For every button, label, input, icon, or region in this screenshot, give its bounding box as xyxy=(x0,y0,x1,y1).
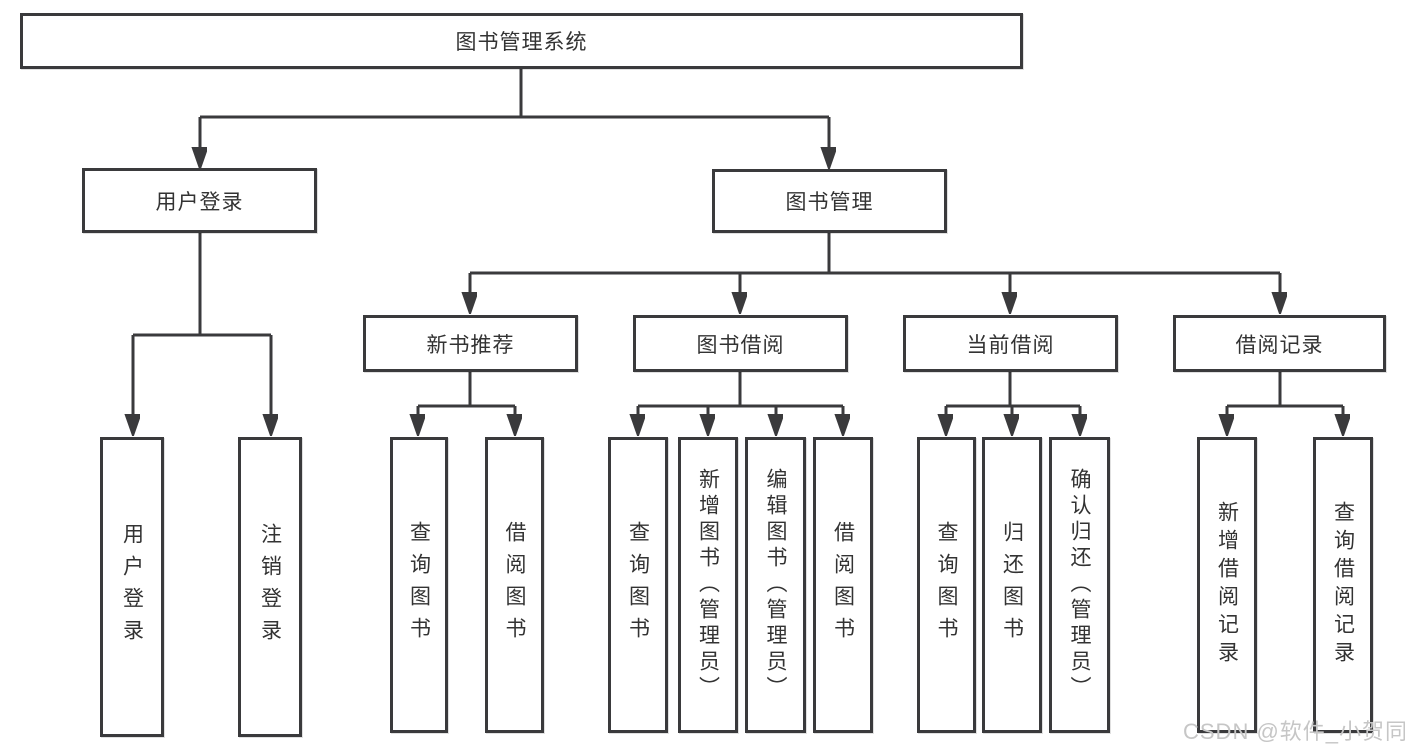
leaf-borrow-books-borrow: 借阅图书 xyxy=(813,437,873,733)
leaf-user-login-label: 用户登录 xyxy=(120,523,144,651)
leaf-query-borrow-record: 查询借阅记录 xyxy=(1313,437,1373,733)
leaf-query-borrow-record-label: 查询借阅记录 xyxy=(1331,501,1355,669)
leaf-return-books: 归还图书 xyxy=(982,437,1042,733)
leaf-query-books-current-label: 查询图书 xyxy=(935,521,958,649)
node-user-login-label: 用户登录 xyxy=(155,190,244,214)
edge-borrow-records-to-leaves xyxy=(1227,372,1343,430)
leaf-add-borrow-record: 新增借阅记录 xyxy=(1197,437,1257,733)
node-borrow-records-label: 借阅记录 xyxy=(1235,333,1324,357)
leaf-borrow-books-recommend-label: 借阅图书 xyxy=(503,521,526,649)
node-new-book-recommend: 新书推荐 xyxy=(363,315,578,372)
edge-book-borrow-to-leaves xyxy=(638,372,843,430)
leaf-confirm-return-admin: 确认归还（管理员） xyxy=(1049,437,1110,733)
node-book-management-label: 图书管理 xyxy=(785,191,874,214)
watermark: CSDN @软件_小贺同学 xyxy=(1183,719,1405,744)
edge-book-management-to-level3 xyxy=(470,233,1280,308)
edge-current-borrow-to-leaves xyxy=(946,372,1080,430)
leaf-query-books-current: 查询图书 xyxy=(917,437,976,733)
node-root-label: 图书管理系统 xyxy=(455,31,588,54)
leaf-logout: 注销登录 xyxy=(238,437,302,737)
leaf-query-books-borrow-label: 查询图书 xyxy=(626,521,650,649)
node-user-login: 用户登录 xyxy=(82,168,317,233)
leaf-confirm-return-admin-label: 确认归还（管理员） xyxy=(1068,468,1091,702)
node-book-borrow: 图书借阅 xyxy=(633,315,848,372)
leaf-user-login: 用户登录 xyxy=(100,437,164,737)
leaf-edit-book-admin: 编辑图书（管理员） xyxy=(745,437,806,733)
node-root: 图书管理系统 xyxy=(20,13,1023,69)
leaf-edit-book-admin-label: 编辑图书（管理员） xyxy=(764,468,787,702)
leaf-borrow-books-borrow-label: 借阅图书 xyxy=(831,521,855,649)
leaf-query-books-recommend: 查询图书 xyxy=(390,437,448,733)
edge-root-to-level2 xyxy=(200,69,829,163)
leaf-add-book-admin-label: 新增图书（管理员） xyxy=(696,468,720,702)
edge-user-login-to-leaves xyxy=(133,233,271,430)
node-current-borrow-label: 当前借阅 xyxy=(966,333,1055,357)
leaf-borrow-books-recommend: 借阅图书 xyxy=(485,437,544,733)
edge-new-book-recommend-to-leaves xyxy=(418,372,515,430)
leaf-return-books-label: 归还图书 xyxy=(1000,521,1024,649)
node-book-management: 图书管理 xyxy=(712,169,947,233)
node-borrow-records: 借阅记录 xyxy=(1173,315,1386,372)
node-new-book-recommend-label: 新书推荐 xyxy=(426,333,515,357)
leaf-query-books-borrow: 查询图书 xyxy=(608,437,668,733)
node-book-borrow-label: 图书借阅 xyxy=(696,333,785,357)
leaf-add-book-admin: 新增图书（管理员） xyxy=(678,437,738,733)
node-current-borrow: 当前借阅 xyxy=(903,315,1118,372)
leaf-add-borrow-record-label: 新增借阅记录 xyxy=(1215,501,1239,669)
leaf-query-books-recommend-label: 查询图书 xyxy=(407,521,431,649)
leaf-logout-label: 注销登录 xyxy=(258,523,282,651)
